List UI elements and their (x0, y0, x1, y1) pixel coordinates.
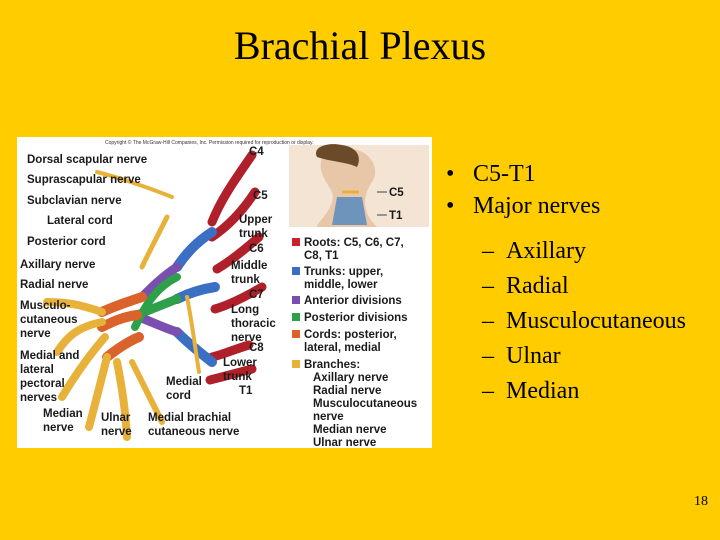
label-pectoral: pectoral (20, 378, 65, 390)
dash-mark: – (482, 343, 494, 369)
legend-trunks-2: middle, lower (304, 279, 378, 291)
label-cord: cord (166, 390, 191, 402)
label-c4: C4 (249, 146, 264, 158)
legend-swatch-cords (292, 330, 300, 338)
copyright-text: Copyright © The McGraw-Hill Companies, I… (105, 139, 314, 146)
label-medial-brachial: Medial brachial (148, 412, 231, 424)
label-long: Long (231, 304, 259, 316)
label-t1: T1 (239, 385, 253, 397)
label-medial-and: Medial and (20, 350, 79, 362)
label-cutaneous: cutaneous (20, 314, 78, 326)
plexus-diagram: Copyright © The McGraw-Hill Companies, I… (20, 139, 429, 448)
label-axillary-nerve: Axillary nerve (20, 259, 95, 271)
bullet-text: Major nerves (473, 193, 601, 219)
legend-anterior: Anterior divisions (304, 295, 402, 307)
label-c8: C8 (249, 342, 264, 354)
legend-swatch-anterior (292, 296, 300, 304)
label-upper-trunk: trunk (239, 228, 268, 240)
sub-bullet-item: – Median (482, 374, 686, 409)
legend-swatch-trunks (292, 267, 300, 275)
label-dorsal-scapular: Dorsal scapular nerve (27, 154, 147, 166)
label-radial-nerve: Radial nerve (20, 279, 88, 291)
label-posterior-cord: Posterior cord (27, 236, 106, 248)
label-c6: C6 (249, 243, 264, 255)
label-lower: Lower (223, 357, 257, 369)
label-subclavian: Subclavian nerve (27, 195, 122, 207)
label-thoracic: thoracic (231, 318, 276, 330)
sub-bullet-text: Musculocutaneous (506, 308, 686, 334)
sub-bullet-text: Ulnar (506, 343, 561, 369)
label-cutaneous-nerve: cutaneous nerve (148, 426, 239, 438)
label-nerves: nerves (20, 392, 57, 404)
label-median-nerve: nerve (43, 422, 74, 434)
branch-radial: Radial nerve (313, 385, 381, 397)
label-suprascapular: Suprascapular nerve (27, 174, 141, 186)
sub-bullet-text: Axillary (506, 238, 586, 264)
label-middle: Middle (231, 260, 267, 272)
dash-mark: – (482, 238, 494, 264)
label-mc-nerve: nerve (20, 328, 51, 340)
label-upper: Upper (239, 214, 273, 226)
legend-swatch-branches (292, 360, 300, 368)
dash-mark: – (482, 378, 494, 404)
branch-axillary: Axillary nerve (313, 372, 388, 384)
sub-bullet-text: Radial (506, 273, 569, 299)
sub-bullet-item: – Axillary (482, 234, 686, 269)
label-c7: C7 (249, 289, 264, 301)
legend-roots-2: C8, T1 (304, 250, 339, 262)
dash-mark: – (482, 273, 494, 299)
legend-trunks: Trunks: upper, (304, 266, 383, 278)
label-lt-nerve: nerve (231, 332, 262, 344)
bullet-item: • C5-T1 (446, 158, 686, 190)
label-c5: C5 (253, 190, 268, 202)
legend-branches: Branches: (304, 359, 360, 371)
legend-swatch-roots (292, 238, 300, 246)
sub-bullet-text: Median (506, 378, 580, 404)
dash-mark: – (482, 308, 494, 334)
legend-cords: Cords: posterior, (304, 329, 397, 341)
page-number: 18 (694, 494, 708, 509)
bullet-dot: • (446, 193, 455, 219)
legend-swatch-posterior (292, 313, 300, 321)
bullet-dot: • (446, 161, 455, 187)
neck-inset (289, 144, 429, 227)
slide-title: Brachial Plexus (233, 23, 487, 68)
label-lower-trunk: trunk (223, 371, 252, 383)
sub-bullet-list: – Axillary – Radial – Musculocutaneous –… (446, 234, 686, 409)
bullet-item: • Major nerves (446, 190, 686, 222)
branch-mc-nerve: nerve (313, 411, 344, 423)
branch-ulnar: Ulnar nerve (313, 437, 376, 448)
label-lateral-cord: Lateral cord (47, 215, 113, 227)
bullet-list: • C5-T1 • Major nerves – Axillary – Radi… (446, 158, 686, 409)
brachial-plexus-figure: Copyright © The McGraw-Hill Companies, I… (17, 137, 432, 448)
sub-bullet-item: – Radial (482, 269, 686, 304)
legend: Roots: C5, C6, C7, C8, T1 Trunks: upper,… (292, 237, 417, 448)
sub-bullet-item: – Musculocutaneous (482, 304, 686, 339)
label-median: Median (43, 408, 83, 420)
inset-label-t1: T1 (389, 210, 403, 222)
legend-roots: Roots: C5, C6, C7, (304, 237, 404, 249)
sub-bullet-item: – Ulnar (482, 339, 686, 374)
branch-musculocutaneous: Musculocutaneous (313, 398, 417, 410)
inset-label-c5: C5 (389, 187, 404, 199)
nerve-illustration (43, 150, 267, 441)
legend-cords-2: lateral, medial (304, 342, 381, 354)
label-medial: Medial (166, 376, 202, 388)
label-lateral: lateral (20, 364, 54, 376)
label-ulnar-nerve: nerve (101, 426, 132, 438)
branch-median: Median nerve (313, 424, 387, 436)
legend-posterior: Posterior divisions (304, 312, 408, 324)
bullet-text: C5-T1 (473, 161, 536, 187)
label-musculo: Musculo- (20, 300, 71, 312)
label-ulnar: Ulnar (101, 412, 131, 424)
label-middle-trunk: trunk (231, 274, 260, 286)
